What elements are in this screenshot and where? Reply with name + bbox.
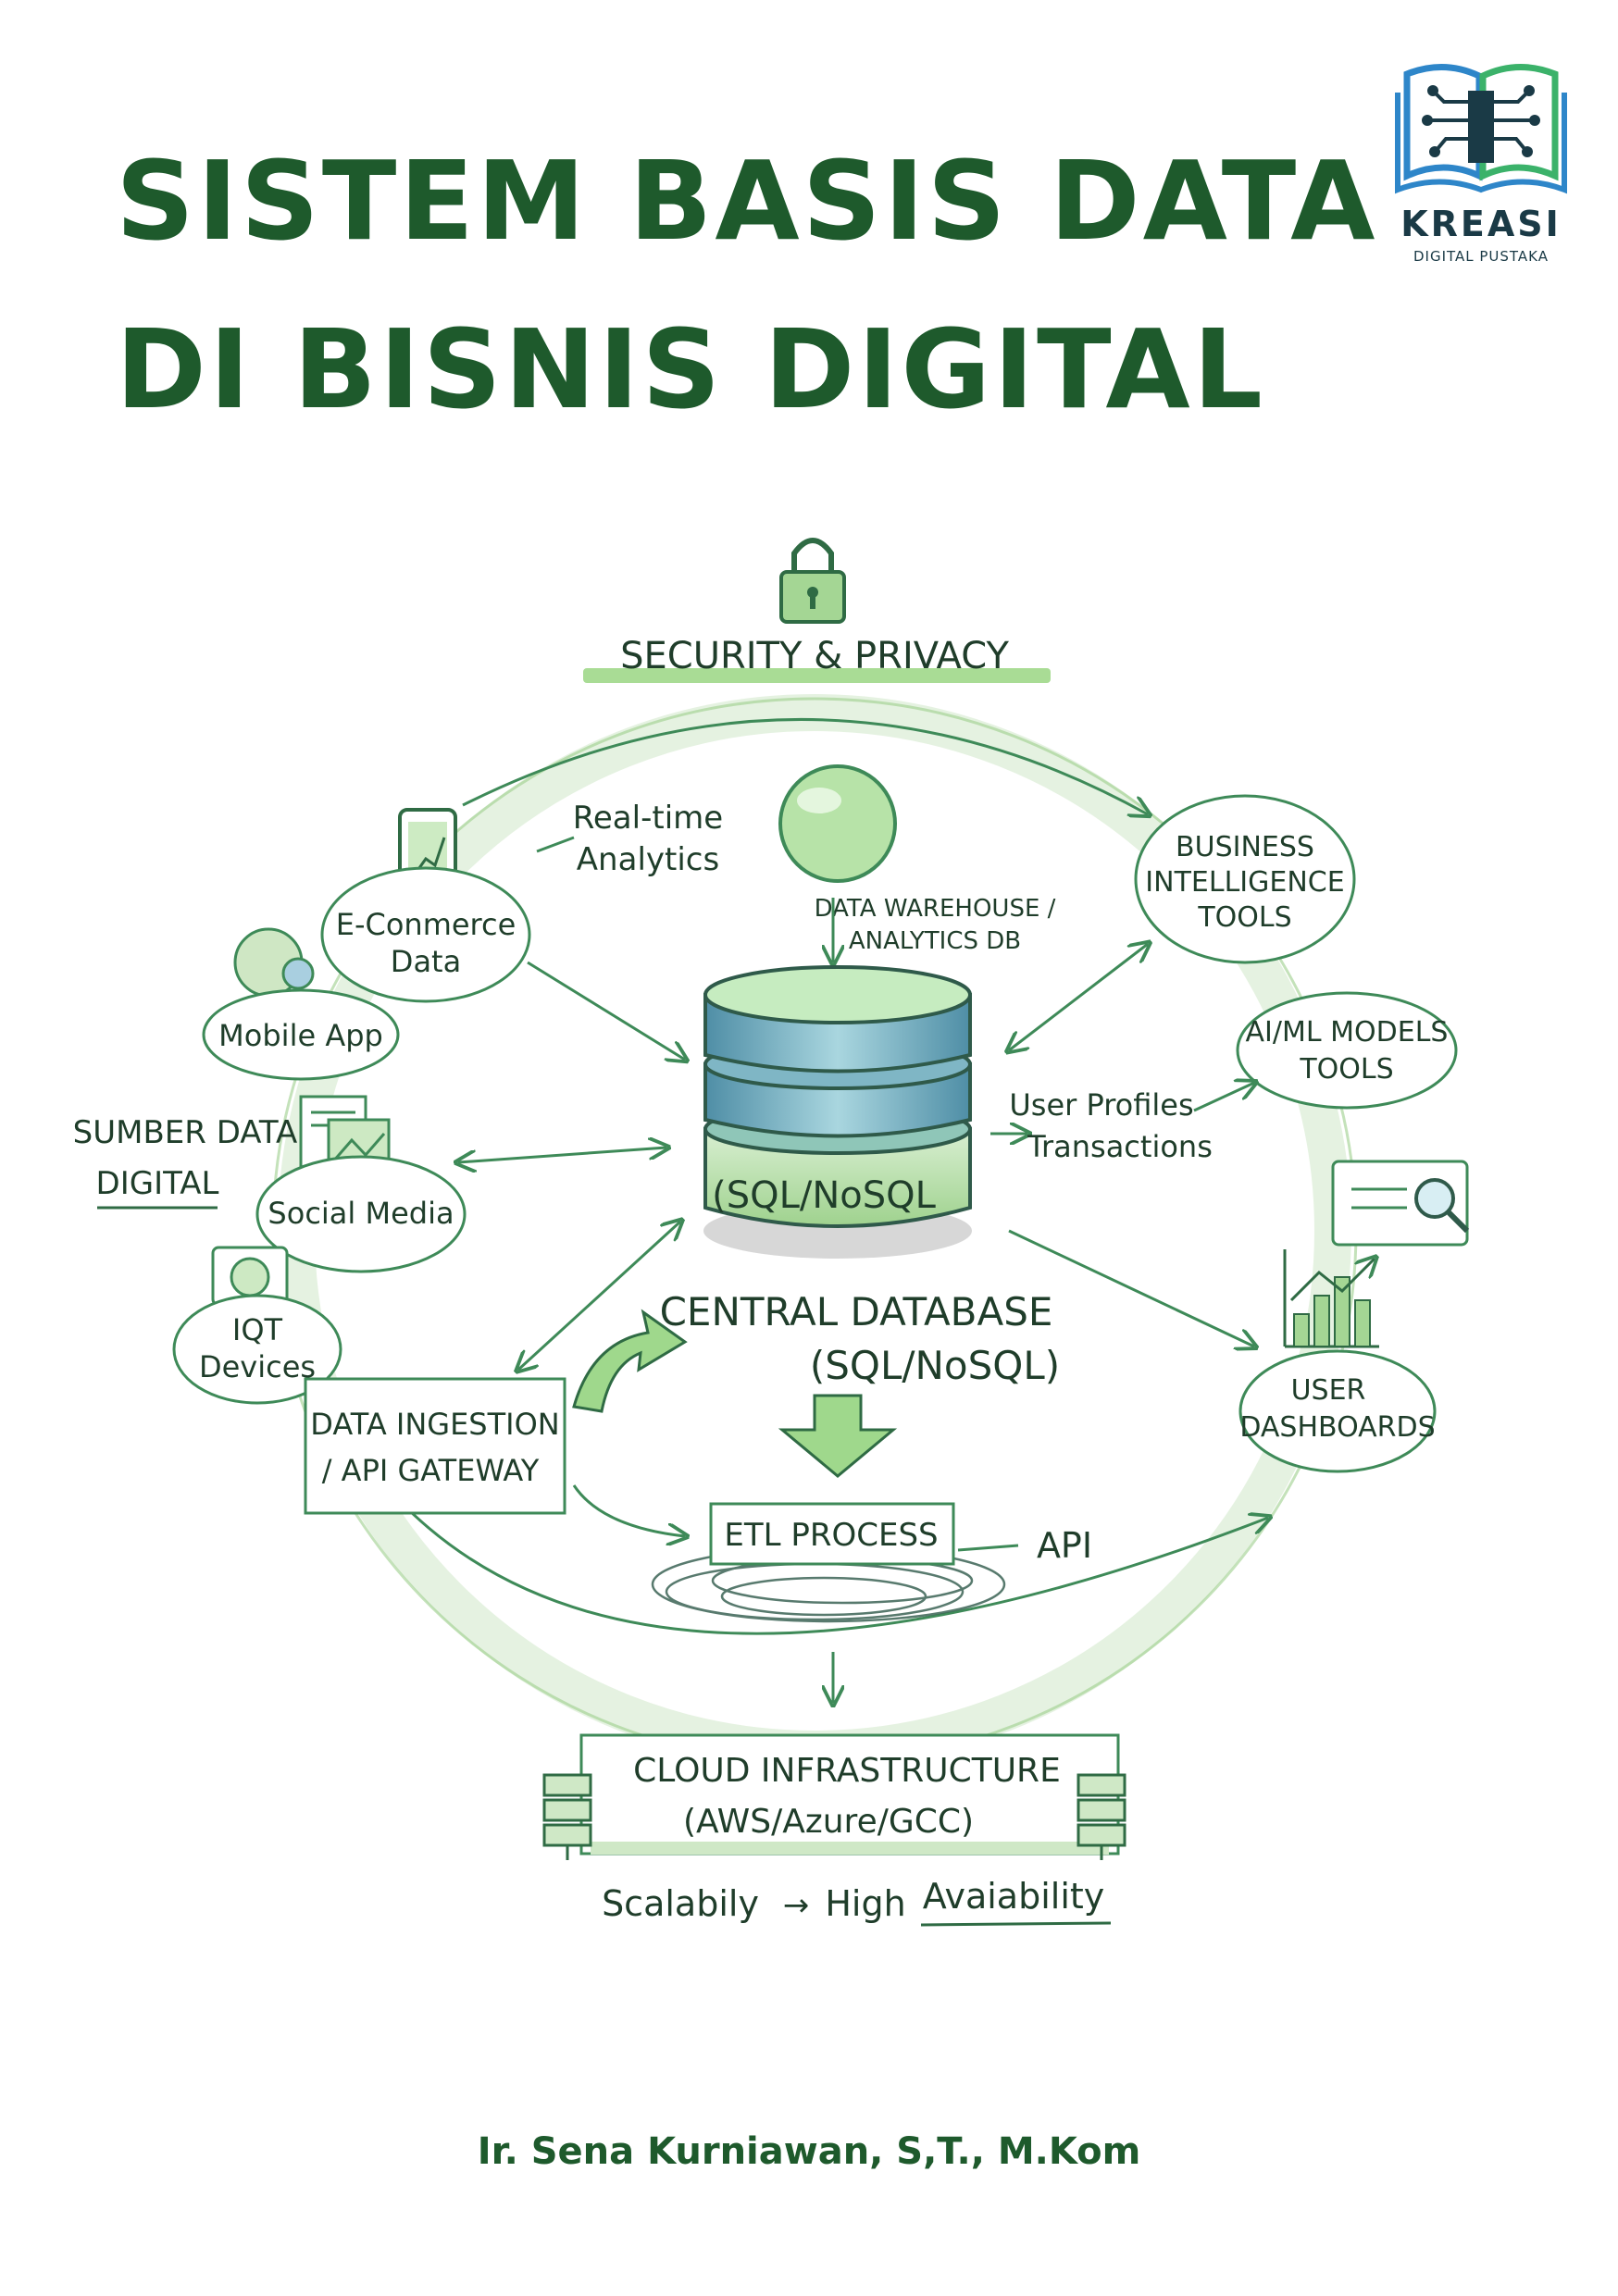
- bi-label-1: BUSINESS: [1176, 831, 1314, 863]
- iot-bubble: [172, 1294, 342, 1405]
- aiml-arrow: [1193, 1083, 1254, 1112]
- ecommerce-db-arrow: [527, 961, 685, 1060]
- etl-label: ETL PROCESS: [724, 1517, 938, 1554]
- realtime-label-2: Analytics: [577, 841, 719, 878]
- server-icon-left: [542, 1773, 592, 1860]
- ecommerce-label-1: E-Conmerce: [336, 907, 517, 942]
- social-media-bubble: [255, 1155, 467, 1273]
- ingestion-etl-arrow: [572, 1484, 685, 1536]
- padlock-icon: [779, 538, 846, 624]
- title-line-1: SISTEM BASIS DATA: [116, 137, 1378, 265]
- bi-label-3: TOOLS: [1197, 901, 1291, 934]
- scalability-label: Scalabily: [602, 1883, 759, 1924]
- dashboards-bubble: [1238, 1349, 1437, 1473]
- server-icon-right: [1077, 1773, 1126, 1860]
- cloud-label-1: CLOUD INFRASTRUCTURE: [633, 1752, 1061, 1790]
- publisher-logo: KREASI DIGITAL PUSTAKA: [1388, 37, 1574, 268]
- ingestion-label-1: DATA INGESTION: [310, 1407, 559, 1442]
- ecommerce-bubble: [320, 866, 531, 1003]
- high-label: High: [825, 1883, 905, 1924]
- social-db-arrow: [458, 1148, 666, 1162]
- bi-label-2: INTELLIGENCE: [1145, 866, 1344, 899]
- database-cylinder-icon: [703, 965, 972, 1259]
- realtime-connector: [536, 836, 575, 853]
- aiml-bubble: [1236, 991, 1458, 1110]
- ecommerce-label-2: Data: [391, 944, 461, 979]
- ingestion-db-arrow: [518, 1222, 680, 1370]
- camera-device-icon: [211, 1246, 289, 1307]
- warehouse-label-1: DATA WAREHOUSE /: [815, 895, 1056, 923]
- api-connector: [957, 1544, 1019, 1552]
- publisher-tagline: DIGITAL PUSTAKA: [1413, 248, 1550, 265]
- author-name: Ir. Sena Kurniawan, S,T., M.Kom: [477, 2130, 1141, 2173]
- aiml-label-1: AI/ML MODELS: [1246, 1016, 1449, 1049]
- realtime-label-1: Real-time: [573, 800, 723, 837]
- cloud-label-2: (AWS/Azure/GCC): [683, 1803, 974, 1841]
- publisher-name: KREASI: [1400, 204, 1562, 244]
- title-line-2: DI BISNIS DIGITAL: [116, 305, 1265, 433]
- aiml-label-2: TOOLS: [1299, 1053, 1393, 1086]
- user-label-2: DASHBOARDS: [1239, 1411, 1435, 1444]
- security-underline: [583, 668, 1051, 683]
- mobile-app-bubble: [202, 988, 400, 1081]
- availability-label: Avaiability: [923, 1876, 1105, 1917]
- security-label: SECURITY & PRIVACY: [620, 635, 1009, 677]
- bi-db-arrow: [1009, 944, 1148, 1050]
- bar-chart-icon: [1283, 1249, 1379, 1348]
- open-book-icon: [1395, 64, 1567, 194]
- scalability-arrow: →: [783, 1887, 810, 1924]
- social-media-label: Social Media: [268, 1196, 454, 1231]
- availability-underline: [920, 1921, 1112, 1927]
- mobile-app-label: Mobile App: [218, 1018, 383, 1053]
- cloud-box-shade: [591, 1842, 1109, 1855]
- profiles-label-2: Transactions: [1027, 1129, 1213, 1164]
- down-arrow-icon: [778, 1394, 898, 1478]
- ingestion-label-2: / API GATEWAY: [322, 1453, 540, 1488]
- central-label-1: CENTRAL DATABASE: [660, 1289, 1053, 1334]
- dashboards-arrow: [1008, 1229, 1254, 1347]
- etl-box: [709, 1502, 955, 1566]
- api-label: API: [1037, 1525, 1092, 1566]
- sumber-label-2: DIGITAL: [96, 1165, 219, 1202]
- warehouse-label-2: ANALYTICS DB: [849, 927, 1021, 955]
- database-label: (SQL/NoSQL: [712, 1174, 937, 1217]
- search-document-icon: [1331, 1160, 1470, 1247]
- data-warehouse-sphere: [778, 764, 897, 883]
- iot-label-1: IQT: [232, 1312, 283, 1347]
- central-label-2: (SQL/NoSQL): [810, 1343, 1060, 1388]
- sumber-label-1: SUMBER DATA: [73, 1114, 298, 1151]
- user-label-1: USER: [1291, 1374, 1366, 1407]
- profiles-label-1: User Profiles: [1009, 1087, 1193, 1123]
- ingestion-box: [304, 1377, 566, 1515]
- bi-tools-bubble: [1134, 794, 1356, 964]
- iot-label-2: Devices: [199, 1349, 316, 1384]
